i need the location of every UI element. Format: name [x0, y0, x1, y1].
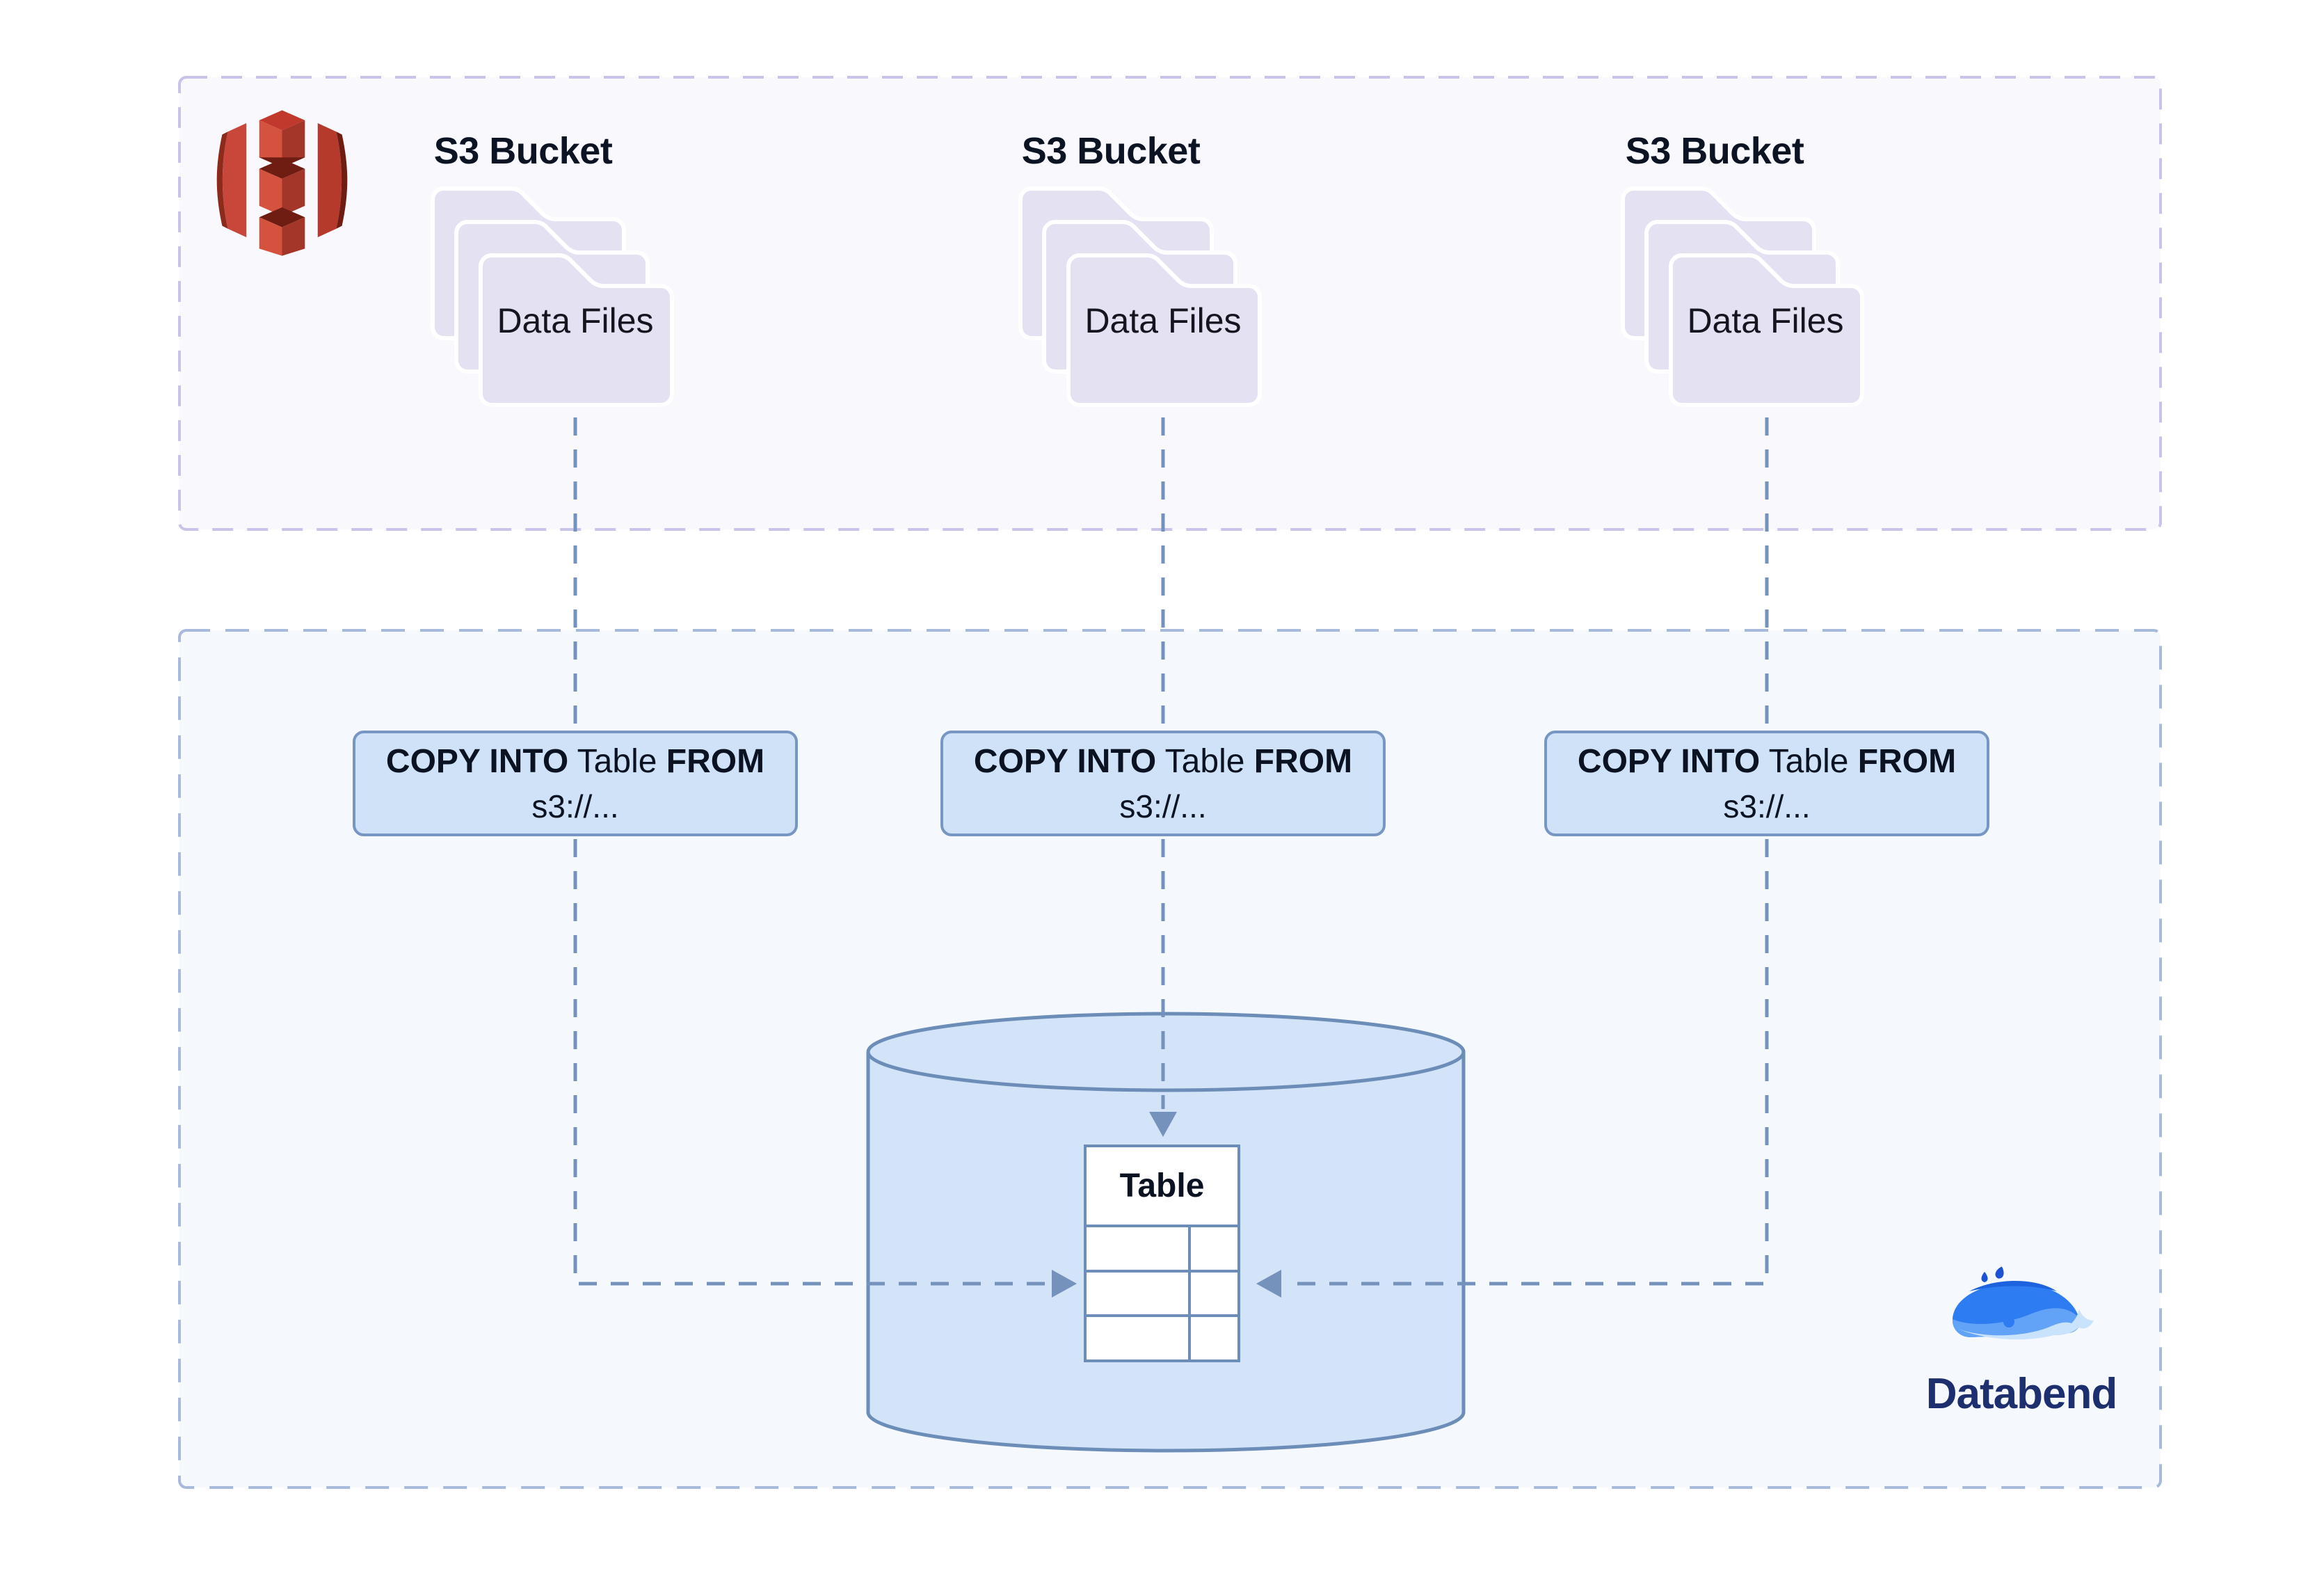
table-row	[1087, 1314, 1237, 1360]
data-files-label-1: Data Files	[497, 301, 654, 340]
table-grid	[1087, 1227, 1237, 1360]
folder-stack-icon-2	[1018, 186, 1262, 407]
folder-stack-icon-3	[1621, 186, 1864, 407]
table-cell	[1087, 1317, 1191, 1360]
copy-into-box-1: COPY INTO Table FROM s3://...	[353, 731, 798, 836]
s3-path-text: s3://...	[531, 788, 619, 824]
table-title: Table	[1087, 1147, 1237, 1227]
copy-into-box-2: COPY INTO Table FROM s3://...	[940, 731, 1386, 836]
table-box: Table	[1084, 1145, 1240, 1362]
table-cell	[1087, 1272, 1191, 1315]
copy-command-text: COPY INTO Table FROM	[1577, 742, 1957, 780]
copy-command-text: COPY INTO Table FROM	[385, 742, 765, 780]
table-cell	[1087, 1227, 1191, 1270]
table-cell	[1191, 1227, 1237, 1270]
s3-path-text: s3://...	[1723, 788, 1811, 824]
table-row	[1087, 1227, 1237, 1270]
databend-wordmark: Databend	[1925, 1370, 2117, 1418]
databend-whale-icon	[1952, 1266, 2094, 1340]
table-row	[1087, 1269, 1237, 1315]
copy-command-text: COPY INTO Table FROM	[973, 742, 1353, 780]
s3-bucket-label-2: S3 Bucket	[1021, 130, 1201, 172]
data-files-label-2: Data Files	[1084, 301, 1242, 340]
s3-path-text: s3://...	[1119, 788, 1207, 824]
s3-logo-icon	[216, 110, 348, 256]
table-cell	[1191, 1317, 1237, 1359]
table-cell	[1191, 1273, 1237, 1315]
databend-logo: Databend	[1917, 1261, 2126, 1419]
s3-bucket-label-3: S3 Bucket	[1625, 130, 1804, 172]
copy-into-box-3: COPY INTO Table FROM s3://...	[1544, 731, 1989, 836]
s3-bucket-label-1: S3 Bucket	[433, 130, 613, 172]
folder-stack-icon-1	[431, 186, 674, 407]
data-files-label-3: Data Files	[1687, 301, 1844, 340]
